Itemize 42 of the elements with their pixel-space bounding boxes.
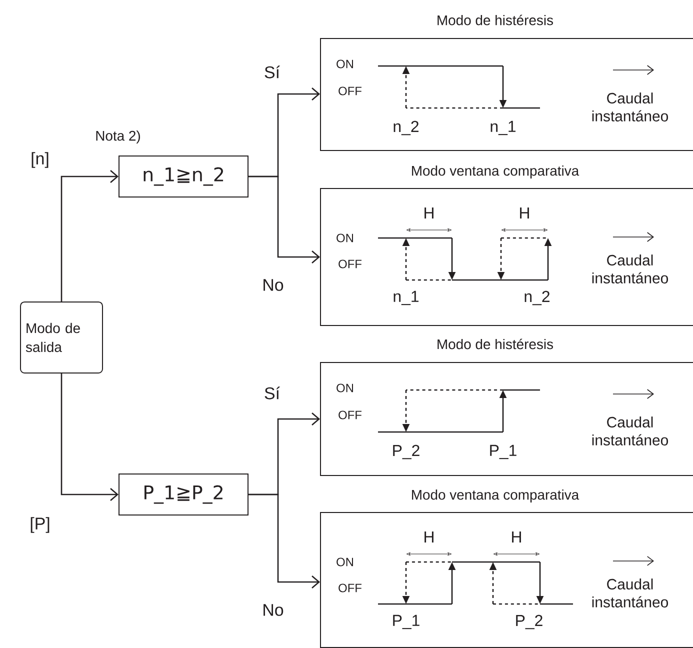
edge-label: Sí — [264, 66, 280, 78]
arrow — [248, 176, 320, 264]
state-label: OFF — [338, 410, 362, 420]
panel-title: Modo de histéresis — [438, 338, 553, 350]
hysteresis-label: H — [520, 208, 529, 218]
state-label: OFF — [338, 86, 362, 96]
threshold-label: P_1 — [490, 444, 516, 460]
note-label: Nota 2) — [96, 130, 140, 144]
threshold-label: n_2 — [394, 120, 418, 136]
hysteresis-label: H — [424, 208, 434, 218]
threshold-label: P_2 — [393, 444, 420, 460]
axis-label: Caudal instantáneo — [592, 254, 668, 284]
axis-label: Caudal instantáneo — [592, 578, 668, 608]
state-label: OFF — [338, 260, 362, 268]
edge-label: No — [264, 279, 284, 291]
edge-label: Sí — [264, 386, 280, 400]
axis-label: Caudal instantáneo — [592, 416, 668, 446]
decision-box: n_1≧n_2 — [118, 156, 248, 198]
threshold-label: P_2 — [516, 614, 542, 630]
arrow — [248, 494, 320, 588]
state-label: OFF — [338, 584, 362, 592]
decision-box: P_1≧P_2 — [118, 474, 248, 516]
threshold-label: n_1 — [394, 290, 418, 306]
edge-label: [n] — [32, 152, 48, 168]
edge-label: No — [264, 604, 284, 616]
threshold-label: n_1 — [490, 120, 516, 136]
panel-title: Modo ventana comparativa — [412, 166, 580, 178]
arrow — [60, 170, 118, 302]
process-box: Modo de salida — [20, 302, 103, 374]
state-label: ON — [336, 234, 353, 242]
hysteresis-label: H — [424, 532, 434, 542]
axis-label: Caudal instantáneo — [592, 92, 668, 122]
state-label: ON — [336, 60, 353, 68]
panel-title: Modo ventana comparativa — [412, 490, 580, 502]
arrow — [60, 374, 118, 501]
state-label: ON — [336, 558, 353, 566]
hysteresis-label: H — [512, 532, 521, 542]
panel-title: Modo de histéresis — [438, 14, 553, 26]
threshold-label: n_2 — [524, 290, 550, 306]
threshold-label: P_1 — [393, 614, 420, 630]
state-label: ON — [336, 384, 353, 392]
edge-label: [P] — [30, 517, 50, 533]
